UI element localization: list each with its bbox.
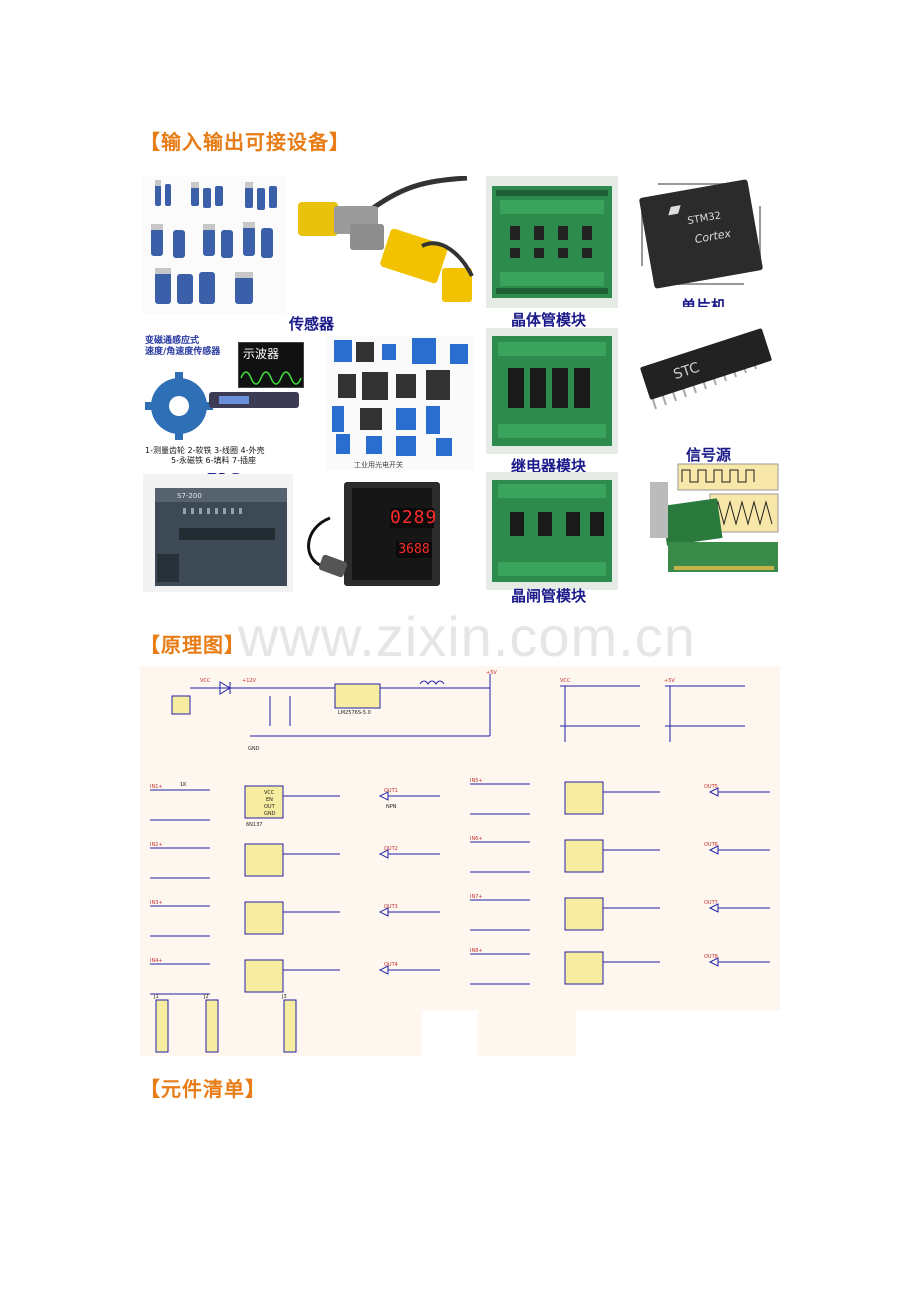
caption-signal-source: 信号源: [686, 446, 732, 464]
input-label-4: IN4+: [150, 958, 163, 964]
output-label-3: OUT3: [384, 904, 398, 910]
lm-part-label: LM2576S-5.0: [338, 710, 371, 716]
resistor-label: 1K: [180, 782, 187, 788]
caption-relay-module: 继电器模块: [511, 457, 587, 475]
input-label-7: IN7+: [470, 894, 483, 900]
output-label-4: OUT4: [384, 962, 398, 968]
output-label-6: OUT6: [704, 842, 718, 848]
transistor-module-photo: [486, 176, 618, 308]
output-label-2: OUT2: [384, 846, 398, 852]
output-label-8: OUT8: [704, 954, 718, 960]
input-label-2: IN2+: [150, 842, 163, 848]
watermark-text: www.zixin.com.cn: [238, 605, 696, 668]
caption-transistor-module: 晶体管模块: [511, 311, 587, 329]
section-heading-schematic: 【原理图】: [140, 633, 245, 657]
connector-j1: J1: [153, 994, 159, 1000]
input-label-6: IN6+: [470, 836, 483, 842]
sch-gnd-label: GND: [248, 746, 260, 752]
caption-thyristor-module: 晶闸管模块: [511, 587, 587, 605]
display-readout-1: 0289: [390, 507, 438, 528]
inductive-sensors-photo: [292, 176, 478, 314]
chip-pin-vcc: VCC: [264, 790, 275, 796]
input-label-5: IN5+: [470, 778, 483, 784]
oscilloscope-label: 示波器: [243, 347, 280, 361]
speed-sensor-title-1: 变磁通感应式: [145, 336, 200, 346]
thyristor-module-photo: [486, 472, 618, 590]
signal-source-photo: [640, 462, 780, 586]
circuit-schematic: VCC +12V +5V VCC +5V LM2576S-5.0 GND: [140, 666, 780, 1056]
digital-display-photo: 0289 3688: [300, 478, 448, 592]
stm32-chip-photo: STM32 Cortex: [628, 176, 774, 292]
photo-sensor-caption: 工业用光电开关: [354, 461, 403, 469]
chip-pin-en: EN: [266, 797, 273, 803]
proximity-sensors-photo: [143, 176, 285, 314]
connector-j2: J2: [203, 994, 209, 1000]
speed-sensor-legend-1: 1-测量齿轮 2-软铁 3-线圈 4-外壳: [145, 446, 265, 455]
input-label-8: IN8+: [470, 948, 483, 954]
plc-model-label: S7-200: [177, 492, 202, 500]
relay-module-photo: [486, 328, 618, 454]
sch-vcc-label: VCC: [200, 678, 211, 684]
sch-5v-label-2: +5V: [664, 678, 675, 684]
plc-photo: S7-200: [143, 474, 293, 592]
section-heading-bom: 【元件清单】: [140, 1077, 266, 1101]
caption-sensor: 传感器: [289, 315, 335, 333]
stc-chip-photo: STC: [632, 307, 776, 433]
output-label-1: OUT1: [384, 788, 398, 794]
output-label-7: OUT7: [704, 900, 718, 906]
output-label-5: OUT5: [704, 784, 718, 790]
chip-pin-out: OUT: [264, 804, 276, 810]
section-heading-io-devices: 【输入输出可接设备】: [140, 130, 350, 154]
input-label-3: IN3+: [150, 900, 163, 906]
stc-chip-label: STC: [672, 360, 702, 383]
npn-label: NPN: [386, 804, 397, 810]
connector-j3: J3: [281, 994, 287, 1000]
chip-pin-gnd: GND: [264, 811, 276, 817]
photoelectric-switches-photo: 工业用光电开关: [326, 336, 474, 470]
input-label-1: IN1+: [150, 784, 163, 790]
opto-part-label: 6N137: [246, 822, 262, 828]
sch-5v-label: +5V: [486, 670, 497, 676]
speed-sensor-diagram: 变磁通感应式 速度/角速度传感器 示波器 1-测量齿轮 2-软铁 3-线圈 4-…: [143, 334, 311, 472]
speed-sensor-title-2: 速度/角速度传感器: [145, 347, 221, 357]
sch-12v-label: +12V: [242, 678, 257, 684]
speed-sensor-legend-2: 5-永磁铁 6-填料 7-插座: [171, 456, 257, 465]
display-readout-2: 3688: [396, 542, 432, 558]
sch-vcc-label-2: VCC: [560, 678, 571, 684]
cortex-label: Cortex: [694, 227, 733, 246]
